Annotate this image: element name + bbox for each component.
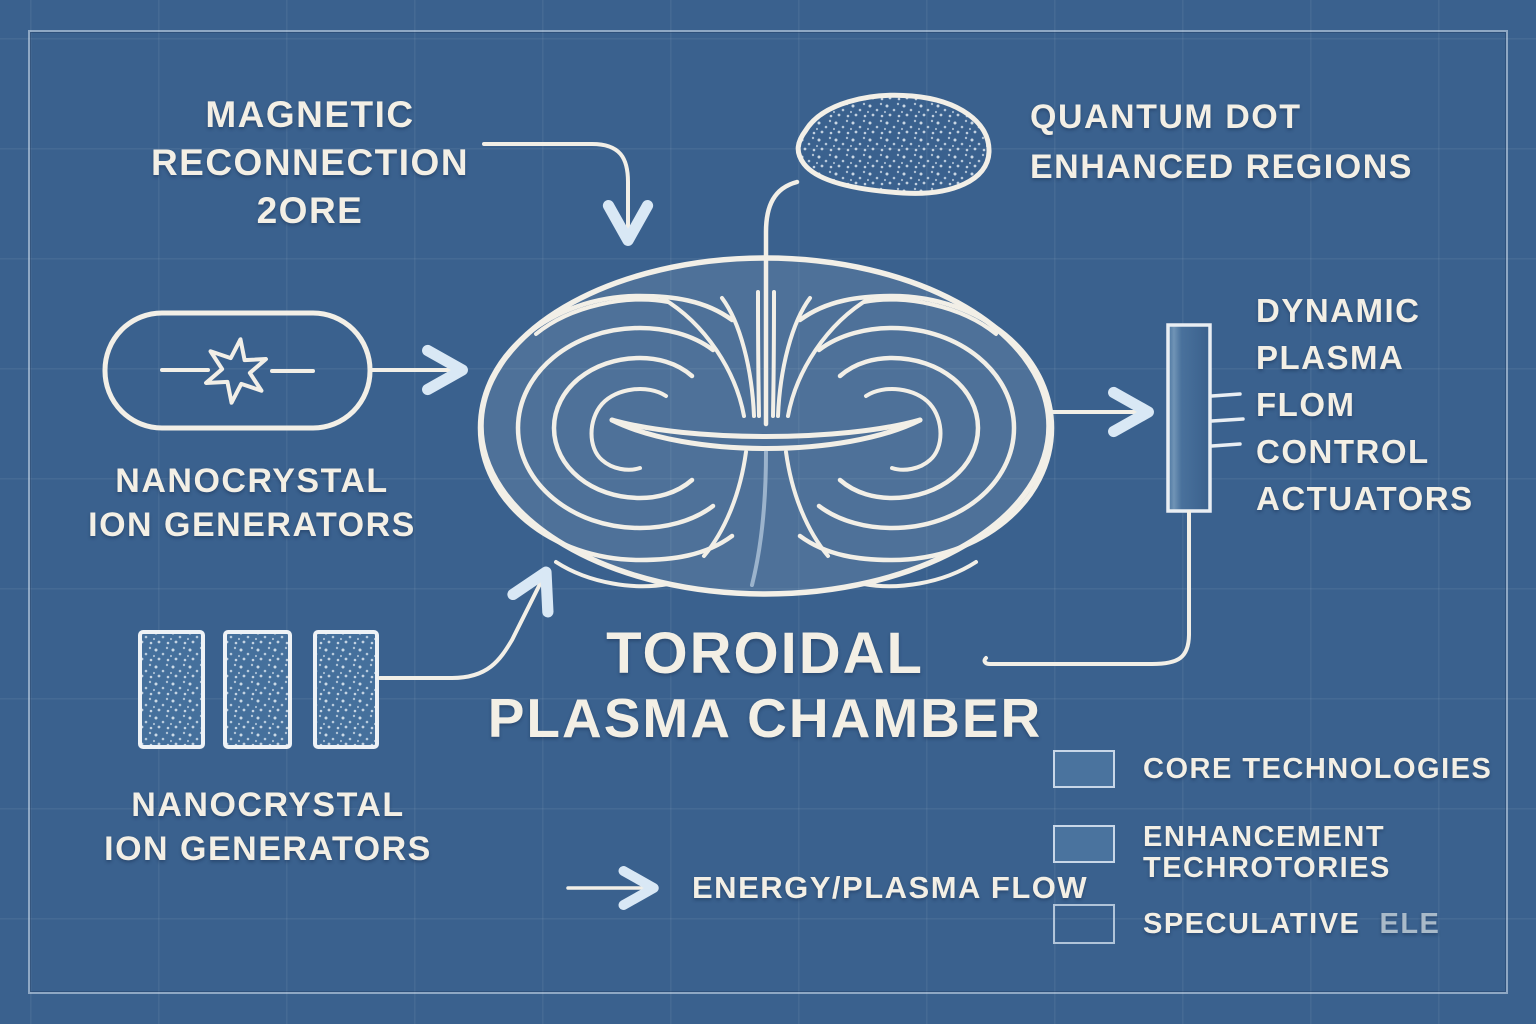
nanocrystal-panels (138, 630, 379, 749)
diagram-title: TOROIDAL PLASMA CHAMBER (465, 620, 1065, 749)
magnetic-reconnection-label: MAGNETIC RECONNECTION 2ORE (130, 94, 490, 238)
stippled-panel (138, 630, 205, 749)
actuators-line-4: CONTROL (1256, 433, 1430, 470)
legend-item-core-technologies: CORE TECHNOLOGIES (1053, 750, 1492, 788)
legend-item-enhancement: ENHANCEMENT TECHROTORIES (1053, 822, 1391, 884)
arrow-magnetic-core (482, 142, 654, 246)
magnetic-label-line-2: RECONNECTION (150, 142, 470, 183)
flow-arrows (370, 142, 1154, 910)
legend-item-speculative: SPECULATIVE ELE (1053, 904, 1440, 944)
legend-swatch-filled (1053, 825, 1115, 863)
actuators-line-5: ACTUATORS (1256, 480, 1474, 517)
legend-label-enhancement-line-2: TECHROTORIES (1143, 852, 1391, 884)
actuator-connector-line (982, 510, 1191, 666)
nano-top-line-1: NANOCRYSTAL (115, 462, 389, 500)
arrow-panels-to-chamber (378, 566, 554, 680)
legend-label-speculative: SPECULATIVE (1143, 907, 1370, 940)
nano-top-line-2: ION GENERATORS (88, 506, 416, 544)
quantum-label-line-1: QUANTUM DOT (1030, 98, 1302, 136)
magnetic-label-line-3: 2ORE (256, 190, 364, 231)
nanocrystal-label-bottom: NANOCRYSTAL ION GENERATORS (68, 786, 468, 874)
legend-label-enhancement-line-1: ENHANCEMENT (1143, 821, 1386, 853)
actuators-line-1: DYNAMIC (1256, 292, 1421, 329)
quantum-label-line-2: ENHANCED REGIONS (1030, 148, 1413, 186)
legend-swatch-outline (1053, 904, 1115, 944)
quantum-region-pointer-line (763, 179, 800, 427)
magnetic-field-lines (477, 290, 1055, 589)
nano-bottom-line-2: ION GENERATORS (104, 830, 432, 868)
legend-swatch-filled (1053, 750, 1115, 788)
title-line-1: TOROIDAL (606, 621, 924, 686)
toroidal-chamber (477, 179, 1055, 597)
nanocrystal-label-top: NANOCRYSTAL ION GENERATORS (52, 462, 452, 550)
star-icon (204, 337, 268, 405)
actuators-label: DYNAMIC PLASMA FLOM CONTROL ACTUATORS (1256, 292, 1474, 527)
actuators-line-2: PLASMA (1256, 339, 1405, 376)
flow-legend-label: ENERGY/PLASMA FLOW (692, 870, 1089, 905)
quantum-dot-label: QUANTUM DOT ENHANCED REGIONS (1030, 98, 1413, 198)
stippled-panel (223, 630, 292, 749)
actuators-line-3: FLOM (1256, 386, 1356, 423)
quantum-dot-region (795, 92, 992, 196)
legend-label-speculative-suffix: ELE (1379, 907, 1441, 940)
actuator-panel (982, 323, 1245, 666)
stippled-panel (313, 630, 379, 749)
nano-bottom-line-1: NANOCRYSTAL (131, 786, 405, 824)
ion-generator-capsule (102, 310, 373, 431)
magnetic-label-line-1: MAGNETIC (205, 94, 415, 135)
title-line-2: PLASMA CHAMBER (487, 687, 1043, 749)
legend-label-core: CORE TECHNOLOGIES (1143, 752, 1493, 785)
